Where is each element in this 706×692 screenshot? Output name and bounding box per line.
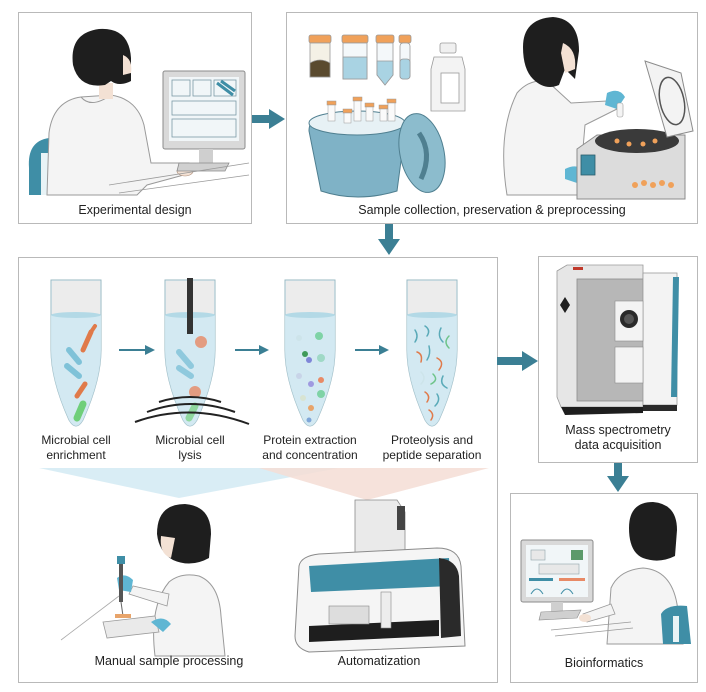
tube-cell-lysis — [134, 278, 250, 427]
step-label-cell-lysis: Microbial cell lysis — [155, 433, 225, 462]
mass-spec-label: Mass spectrometry data acquisition — [565, 423, 671, 452]
step-label-cell-enrichment: Microbial cell enrichment — [41, 433, 111, 462]
panel-bioinformatics: Bioinformatics — [510, 493, 698, 683]
sample-containers-illustration — [308, 34, 466, 198]
automation-label: Automatization — [337, 654, 421, 668]
manual-processing-label: Manual sample processing — [94, 654, 244, 668]
panel-sample-collection: Sample collection, preservation & prepro… — [286, 12, 698, 224]
sample-collection-label: Sample collection, preservation & prepro… — [358, 203, 626, 217]
scientist-with-centrifuge-illustration — [503, 17, 694, 200]
arrow-right-icon — [497, 351, 538, 371]
panel-mass-spectrometry: Mass spectrometry data acquisition — [538, 256, 698, 463]
tube-protein-extraction — [284, 279, 336, 427]
arrow-right-icon — [252, 109, 285, 129]
fan-manual — [39, 468, 339, 498]
tube-proteolysis — [406, 279, 458, 427]
bioinformatics-label: Bioinformatics — [564, 656, 644, 670]
sample-prep-tubes-illustration — [50, 278, 458, 427]
step-label-protein-extraction: Protein extraction and concentration — [262, 433, 358, 462]
step-label-proteolysis: Proteolysis and peptide separation — [382, 433, 482, 462]
manual-processing-illustration — [60, 504, 226, 657]
tube-cell-enrichment — [50, 279, 102, 427]
automation-robot-illustration — [294, 499, 466, 653]
panel-experimental-design: Experimental design — [18, 12, 252, 224]
mass-spectrometer-illustration — [556, 264, 679, 415]
panel-sample-preparation: Microbial cell enrichment Microbial cell… — [18, 257, 498, 683]
arrow-down-icon — [378, 224, 400, 255]
experimental-design-label: Experimental design — [78, 203, 192, 217]
scientist-at-computer-illustration — [28, 28, 250, 196]
fan-automation — [259, 468, 489, 500]
arrow-down-icon — [607, 463, 629, 492]
bioinformatics-scientist-illustration — [520, 502, 691, 645]
approach-fan-shapes — [39, 468, 489, 500]
